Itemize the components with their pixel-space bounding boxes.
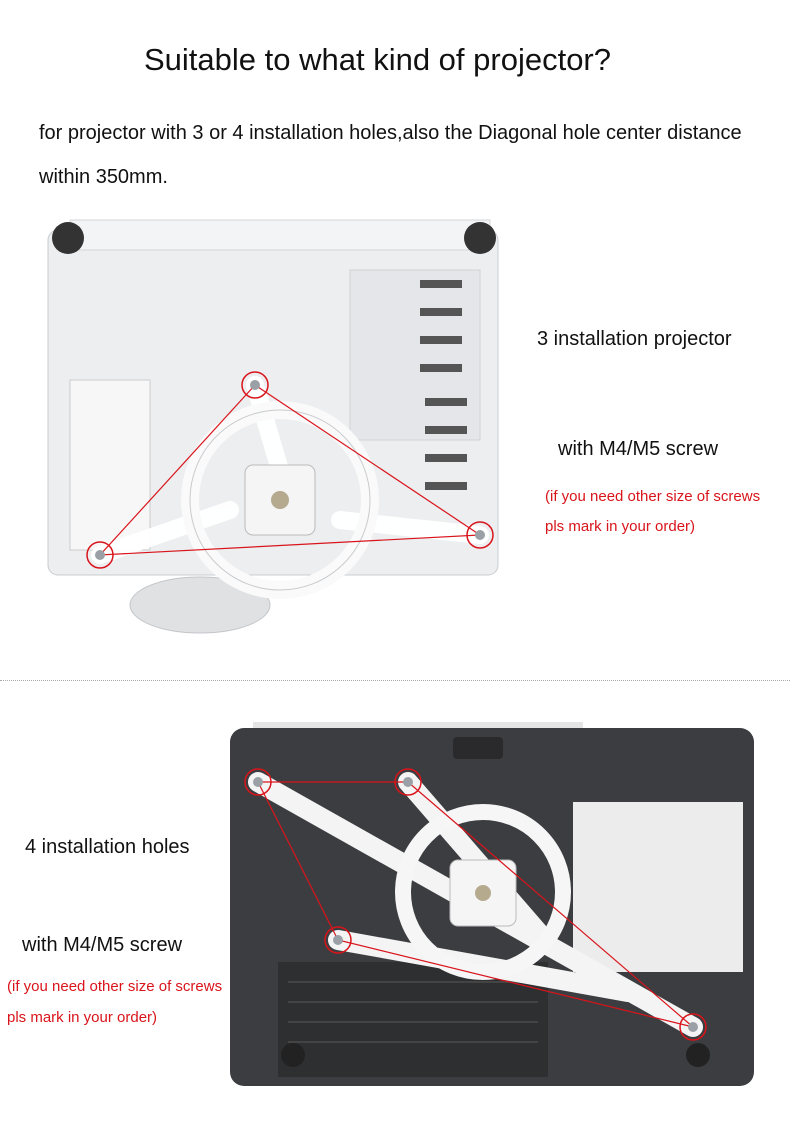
description-line-1: for projector with 3 or 4 installation h… — [39, 122, 742, 144]
page-title: Suitable to what kind of projector? — [144, 42, 611, 77]
three-hole-screw-label: with M4/M5 screw — [558, 438, 719, 460]
four-hole-screw-label: with M4/M5 screw — [22, 934, 183, 956]
four-hole-note-line-2: pls mark in your order) — [7, 1009, 158, 1026]
four-hole-projector-photo — [230, 722, 754, 1086]
four-hole-label: 4 installation holes — [25, 836, 190, 858]
section-divider — [0, 680, 790, 681]
three-hole-note-line-1: (if you need other size of screws — [545, 488, 761, 505]
three-hole-note-line-2: pls mark in your order) — [545, 518, 696, 535]
four-hole-note-line-1: (if you need other size of screws — [7, 978, 223, 995]
three-hole-projector-photo — [47, 219, 499, 634]
description-line-2: within 350mm. — [39, 166, 168, 188]
three-hole-label: 3 installation projector — [537, 328, 732, 350]
